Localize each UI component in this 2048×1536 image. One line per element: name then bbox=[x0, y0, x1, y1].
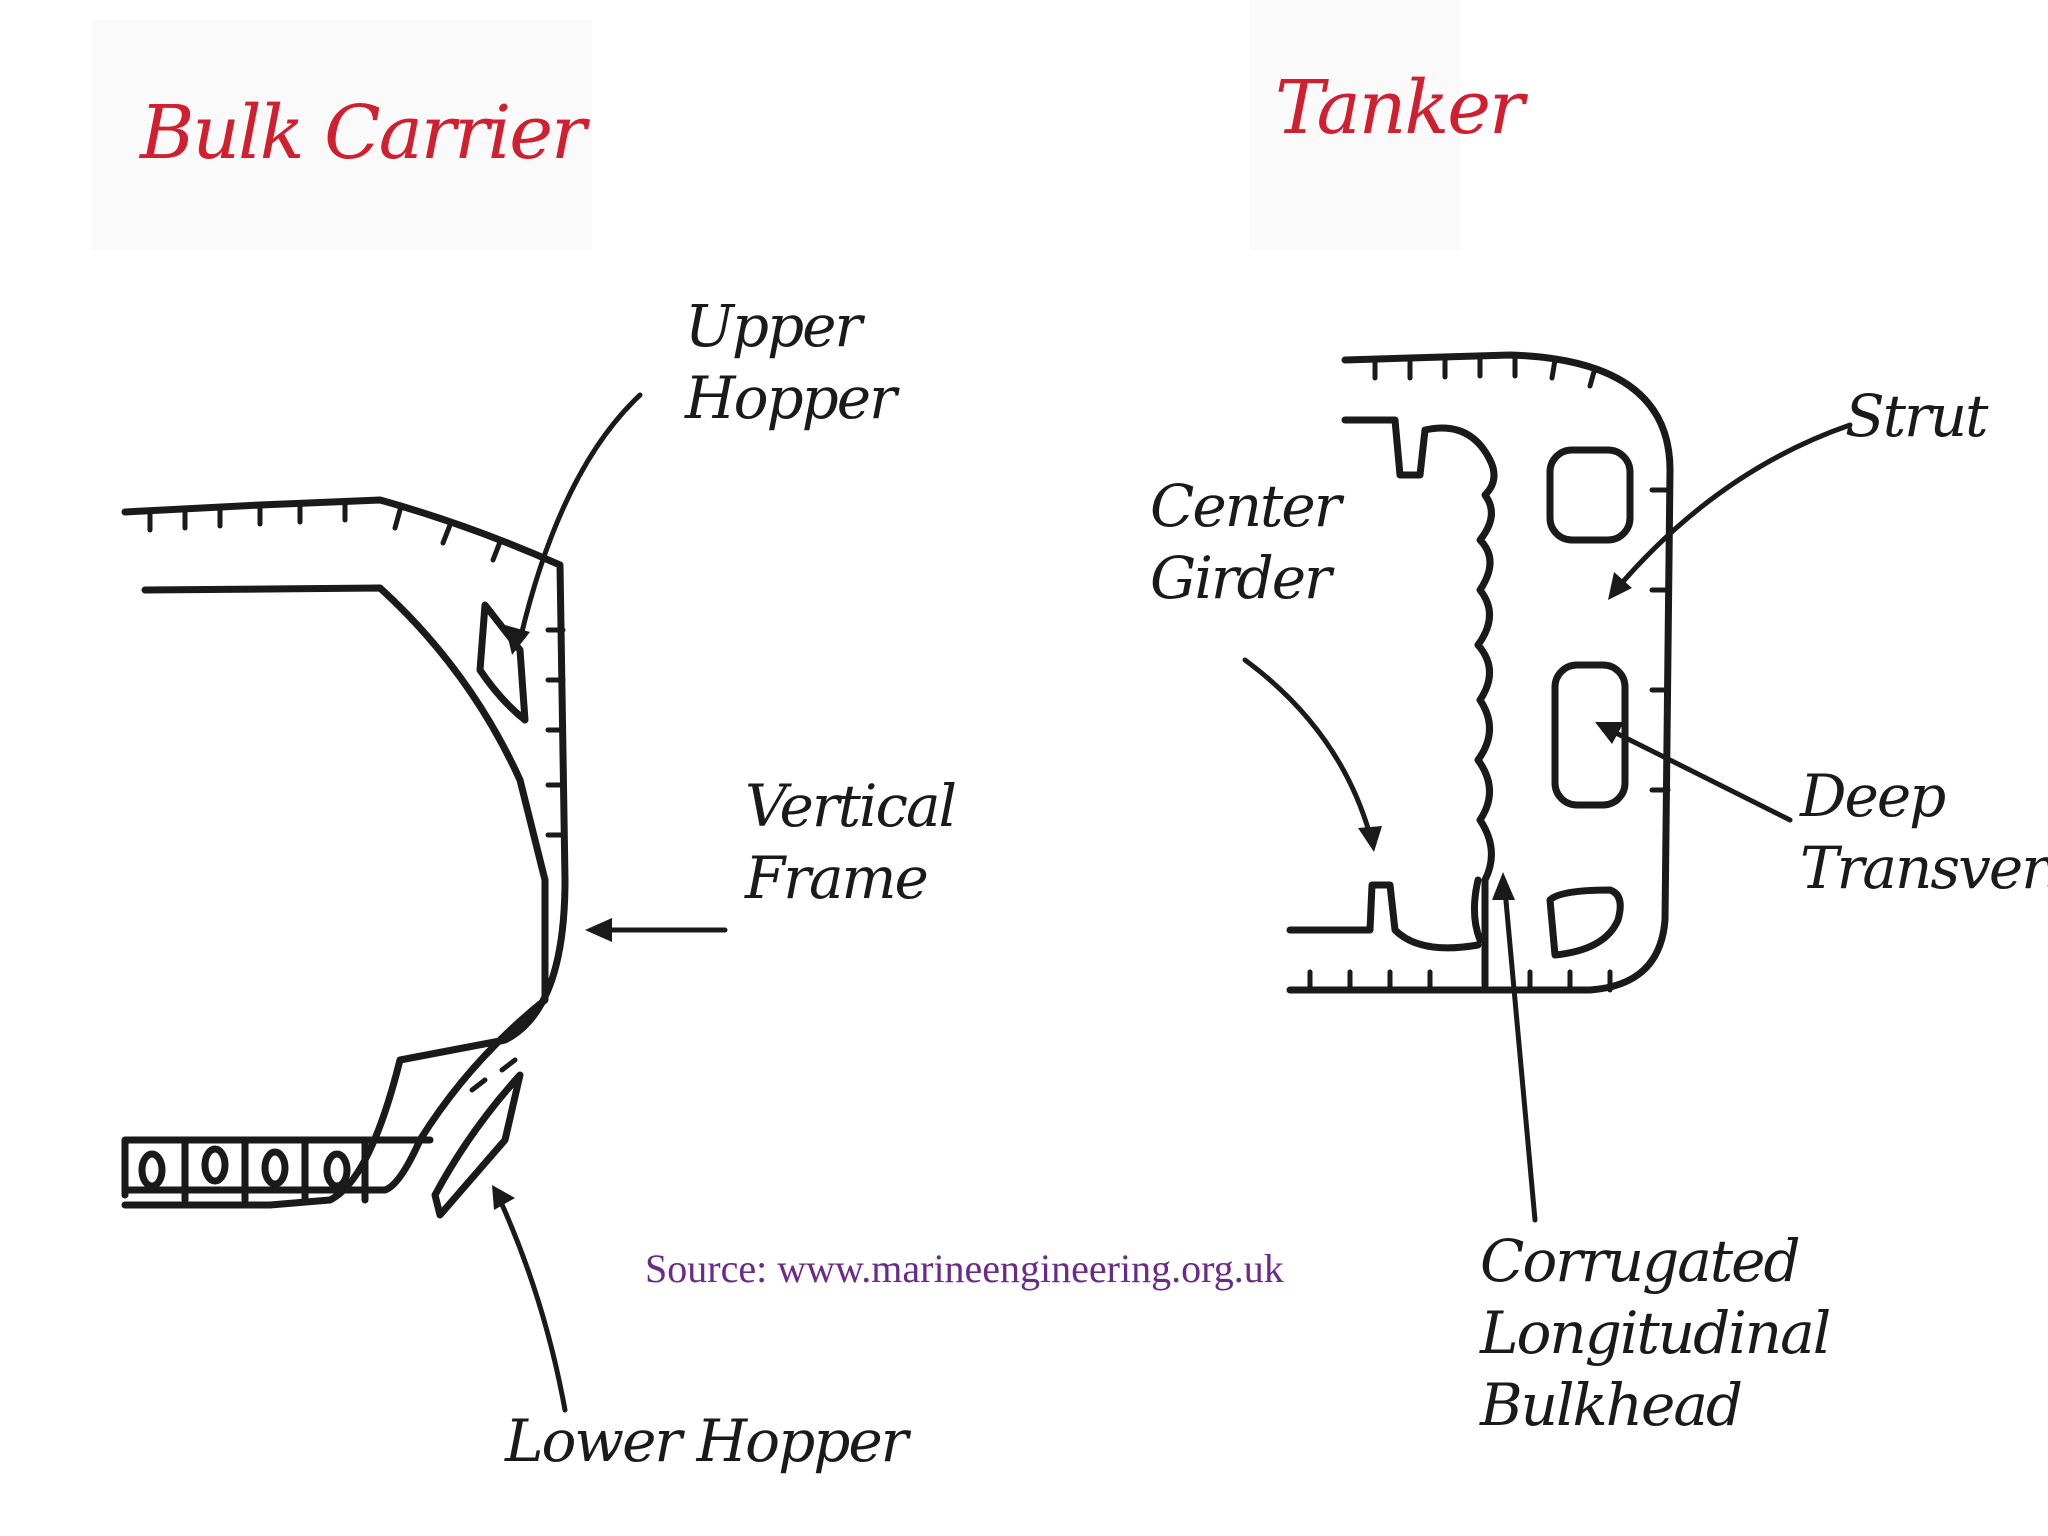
tanker-bottom-stiffeners bbox=[1307, 969, 1613, 993]
tanker-deck-stiffeners bbox=[1372, 355, 1598, 389]
tanker-title: Tanker bbox=[1275, 65, 1524, 151]
tanker-leader-arrows bbox=[1242, 422, 1853, 1223]
tanker-inner-bottom bbox=[1286, 881, 1482, 952]
bulk-carrier-double-bottom-top bbox=[121, 1136, 434, 1199]
tanker-inner-deck bbox=[1341, 416, 1494, 479]
lower-hopper-label: Lower Hopper bbox=[505, 1407, 908, 1475]
bulk-carrier-leader-arrows bbox=[492, 392, 728, 1413]
deep-transverse-cutout-upper bbox=[1546, 446, 1634, 544]
tanker-side-stiffeners bbox=[1649, 487, 1671, 793]
tanker-section bbox=[1242, 351, 1853, 1223]
deep-transverse-cutout-lower bbox=[1546, 886, 1624, 959]
bulk-carrier-side-stiffeners bbox=[469, 627, 566, 1093]
corrugated-bulkhead-left bbox=[1471, 876, 1484, 944]
bulk-carrier-section bbox=[121, 392, 728, 1413]
upper-hopper-cutout bbox=[476, 601, 529, 724]
strut-label: Strut bbox=[1845, 382, 1988, 450]
tanker-outer-hull bbox=[1286, 351, 1674, 994]
bulk-carrier-title: Bulk Carrier bbox=[140, 90, 586, 176]
bulk-carrier-scan-panel bbox=[92, 20, 592, 250]
bulk-carrier-deck-stiffeners bbox=[147, 499, 503, 563]
corrugated-longitudinal-bulkhead bbox=[1474, 456, 1498, 989]
lower-hopper-cutout bbox=[431, 1071, 524, 1219]
source-credit: Source: www.marineengineering.org.uk bbox=[645, 1246, 1284, 1291]
upper-hopper-label: Upper Hopper bbox=[685, 292, 897, 432]
corrugated-bulkhead-label: Corrugated Longitudinal Bulkhead bbox=[1480, 1227, 1831, 1439]
bulk-carrier-inner-hull bbox=[121, 584, 549, 1194]
vertical-frame-label: Vertical Frame bbox=[745, 772, 957, 912]
center-girder-label: Center Girder bbox=[1150, 472, 1341, 612]
tanker-scan-panel bbox=[1250, 0, 1460, 250]
deep-transverse-label: Deep Transverse bbox=[1800, 762, 2048, 902]
